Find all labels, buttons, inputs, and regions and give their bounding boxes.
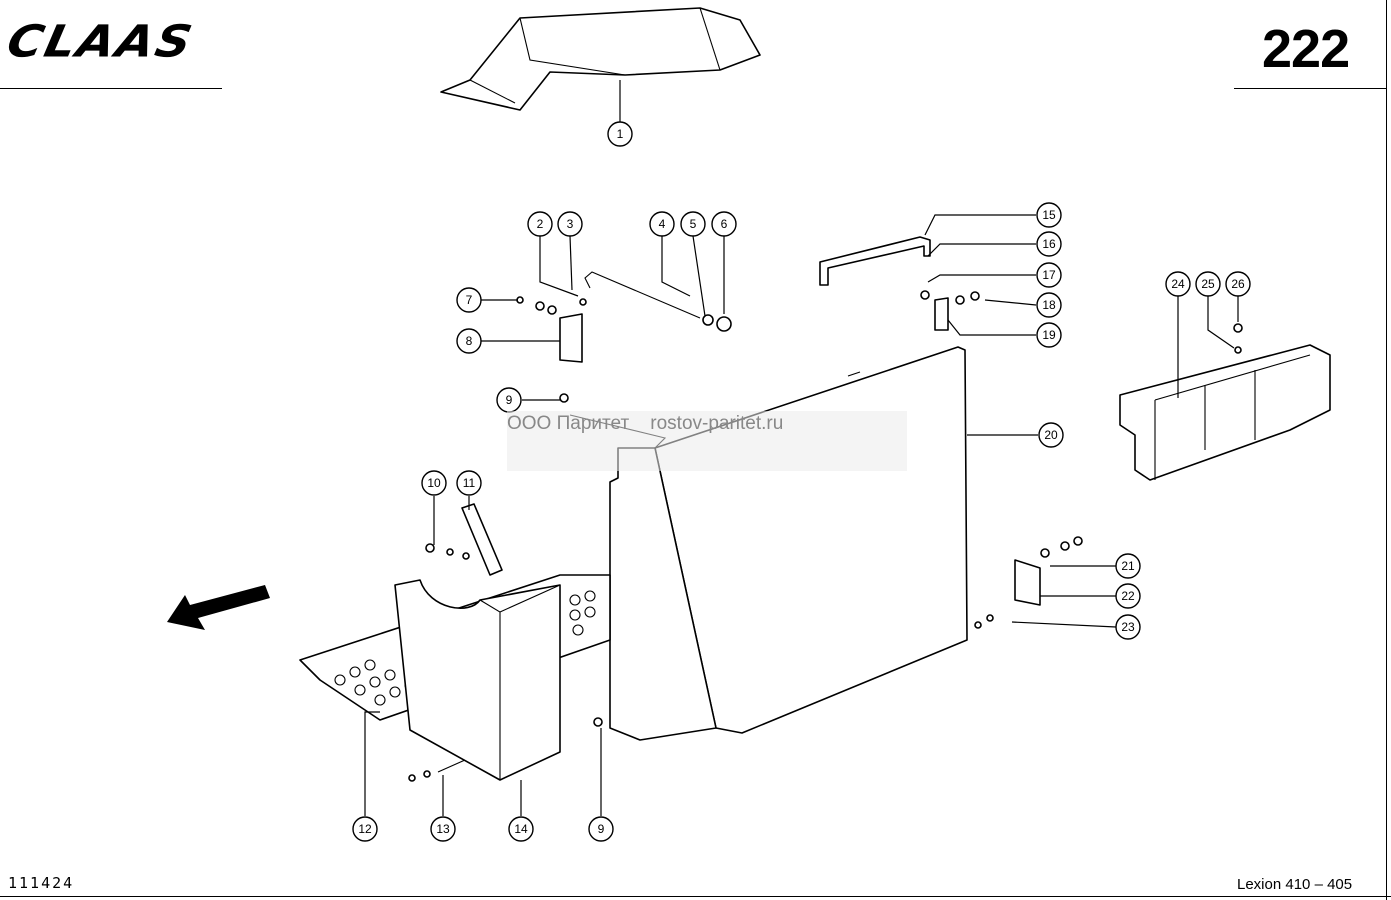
part-19-bracket [920, 290, 980, 331]
svg-text:21: 21 [1121, 559, 1135, 573]
bottom-border [0, 896, 1391, 897]
svg-text:20: 20 [1044, 428, 1058, 442]
callout-5: 5 [680, 211, 706, 237]
callout-3: 3 [557, 211, 583, 237]
callout-6: 6 [711, 211, 737, 237]
header-rule-left [0, 88, 222, 89]
part-9-nut-upper [559, 393, 569, 403]
part-4-rod [584, 271, 732, 332]
callout-24: 24 [1165, 271, 1191, 297]
callout-20: 20 [1038, 422, 1064, 448]
part-24-frame [1119, 323, 1331, 481]
watermark: ООО Паритет rostov-paritet.ru [507, 411, 907, 471]
callout-9-upper: 9 [496, 387, 522, 413]
callout-10: 10 [421, 470, 447, 496]
svg-text:14: 14 [514, 822, 528, 836]
callout-19: 19 [1036, 322, 1062, 348]
callout-12: 12 [352, 816, 378, 842]
callout-9-lower: 9 [588, 816, 614, 842]
part-22-hinge [974, 536, 1083, 629]
svg-text:16: 16 [1042, 237, 1056, 251]
page-number: 222 [1262, 19, 1350, 79]
svg-text:7: 7 [466, 293, 473, 307]
callout-1: 1 [607, 121, 633, 147]
part-20-panel [569, 346, 968, 741]
svg-text:17: 17 [1042, 268, 1056, 282]
callout-4: 4 [649, 211, 675, 237]
callout-14: 14 [508, 816, 534, 842]
svg-text:4: 4 [659, 217, 666, 231]
svg-text:6: 6 [721, 217, 728, 231]
svg-text:15: 15 [1042, 208, 1056, 222]
svg-text:3: 3 [567, 217, 574, 231]
callout-25: 25 [1195, 271, 1221, 297]
callout-7: 7 [456, 287, 482, 313]
watermark-company: ООО Паритет [507, 413, 630, 434]
svg-text:12: 12 [358, 822, 372, 836]
svg-text:9: 9 [506, 393, 513, 407]
svg-text:22: 22 [1121, 589, 1135, 603]
callout-2: 2 [527, 211, 553, 237]
callout-23: 23 [1115, 614, 1141, 640]
callout-11: 11 [456, 470, 482, 496]
part-9-nut-lower [593, 717, 603, 727]
document-code: 111424 [8, 874, 75, 892]
model-label: Lexion 410 – 405 [1237, 876, 1353, 893]
part-1-cover [440, 7, 761, 111]
svg-text:5: 5 [690, 217, 697, 231]
svg-text:26: 26 [1231, 277, 1245, 291]
svg-text:24: 24 [1171, 277, 1185, 291]
callout-22: 22 [1115, 583, 1141, 609]
part-15-handle [819, 236, 931, 286]
callout-18: 18 [1036, 292, 1062, 318]
svg-text:18: 18 [1042, 298, 1056, 312]
part-14-box [394, 503, 561, 781]
arrow-left-down-icon [167, 585, 270, 630]
callout-17: 17 [1036, 262, 1062, 288]
callout-15: 15 [1036, 202, 1062, 228]
svg-text:1: 1 [617, 127, 624, 141]
leader-lines [364, 214, 1239, 816]
svg-text:10: 10 [427, 476, 441, 490]
part-13-screw [408, 759, 466, 782]
header-rule-right [1234, 88, 1386, 89]
watermark-website: rostov-paritet.ru [650, 413, 784, 434]
svg-text:11: 11 [463, 476, 476, 490]
callout-21: 21 [1115, 553, 1141, 579]
callout-8: 8 [456, 328, 482, 354]
svg-text:25: 25 [1201, 277, 1215, 291]
part-8-bracket [516, 296, 587, 363]
callout-26: 26 [1225, 271, 1251, 297]
svg-text:8: 8 [466, 334, 473, 348]
svg-text:9: 9 [598, 822, 605, 836]
callout-13: 13 [430, 816, 456, 842]
svg-text:23: 23 [1121, 620, 1135, 634]
svg-text:13: 13 [436, 822, 450, 836]
callout-16: 16 [1036, 231, 1062, 257]
right-border [1386, 0, 1387, 900]
svg-text:2: 2 [537, 217, 544, 231]
svg-text:19: 19 [1042, 328, 1056, 342]
